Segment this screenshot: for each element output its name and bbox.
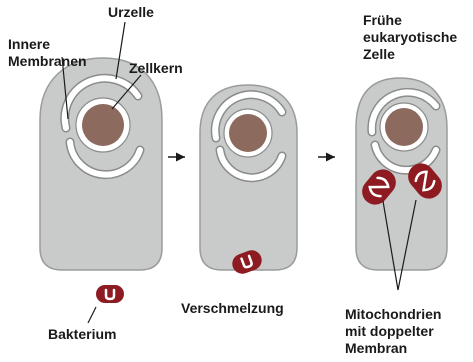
cell-fusion <box>200 85 297 277</box>
cell-urzelle <box>40 58 162 270</box>
nucleus <box>229 114 267 152</box>
cell-early-eukaryote <box>356 78 447 270</box>
label-bakterium: Bakterium <box>48 326 116 343</box>
label-fruehe-eukaryotische-zelle: Frühe eukaryotische Zelle <box>363 12 457 63</box>
label-zellkern: Zellkern <box>129 60 183 77</box>
label-innere-membranen: Innere Membranen <box>8 36 87 70</box>
label-urzelle: Urzelle <box>108 4 154 21</box>
cell-body <box>40 58 162 270</box>
bacterium <box>96 285 124 303</box>
label-mitochondrien: Mitochondrien mit doppelter Membran <box>345 306 441 357</box>
nucleus <box>82 104 124 146</box>
nucleus <box>385 108 423 146</box>
label-verschmelzung: Verschmelzung <box>181 300 284 317</box>
